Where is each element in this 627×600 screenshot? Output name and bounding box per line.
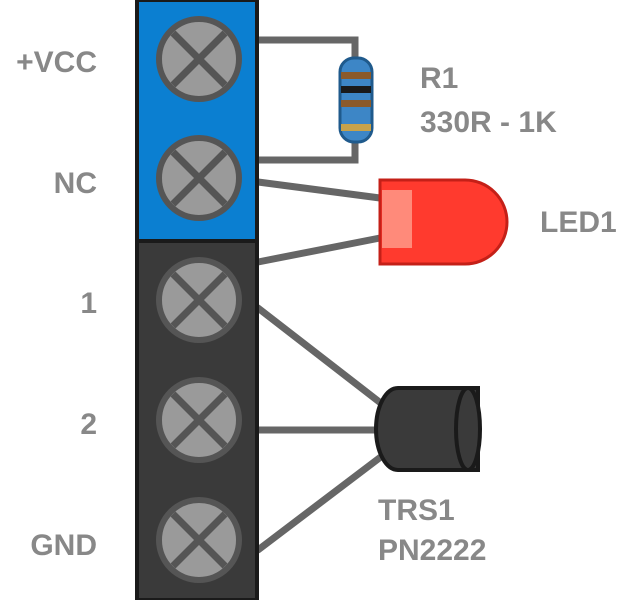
pin-label-vcc: +VCC	[16, 46, 97, 79]
transistor-trs1	[374, 386, 482, 472]
screw-pin1	[156, 257, 242, 343]
wire-led-pin1	[254, 234, 384, 266]
resistor-name-label: R1	[420, 62, 458, 95]
pin-label-1: 1	[80, 287, 97, 320]
transistor-model-label: PN2222	[378, 534, 486, 567]
wire-gnd-transistor	[254, 452, 386, 554]
led-name-label: LED1	[540, 206, 617, 239]
pin-label-gnd: GND	[30, 529, 97, 562]
wire-vcc-resistor	[254, 36, 359, 64]
wire-pin1-transistor	[254, 304, 386, 408]
wires	[254, 36, 386, 554]
wire-resistor-nc	[254, 136, 359, 164]
resistor-value-label: 330R - 1K	[420, 106, 557, 139]
pin-label-2: 2	[80, 408, 97, 441]
screw-pin2	[156, 377, 242, 463]
resistor-r1	[338, 56, 374, 144]
screw-nc	[156, 135, 242, 221]
led1	[378, 178, 509, 266]
wire-nc-led	[254, 178, 384, 202]
pin-label-nc: NC	[54, 167, 97, 200]
screw-vcc	[156, 16, 242, 102]
transistor-name-label: TRS1	[378, 494, 455, 527]
screw-gnd	[156, 497, 242, 583]
